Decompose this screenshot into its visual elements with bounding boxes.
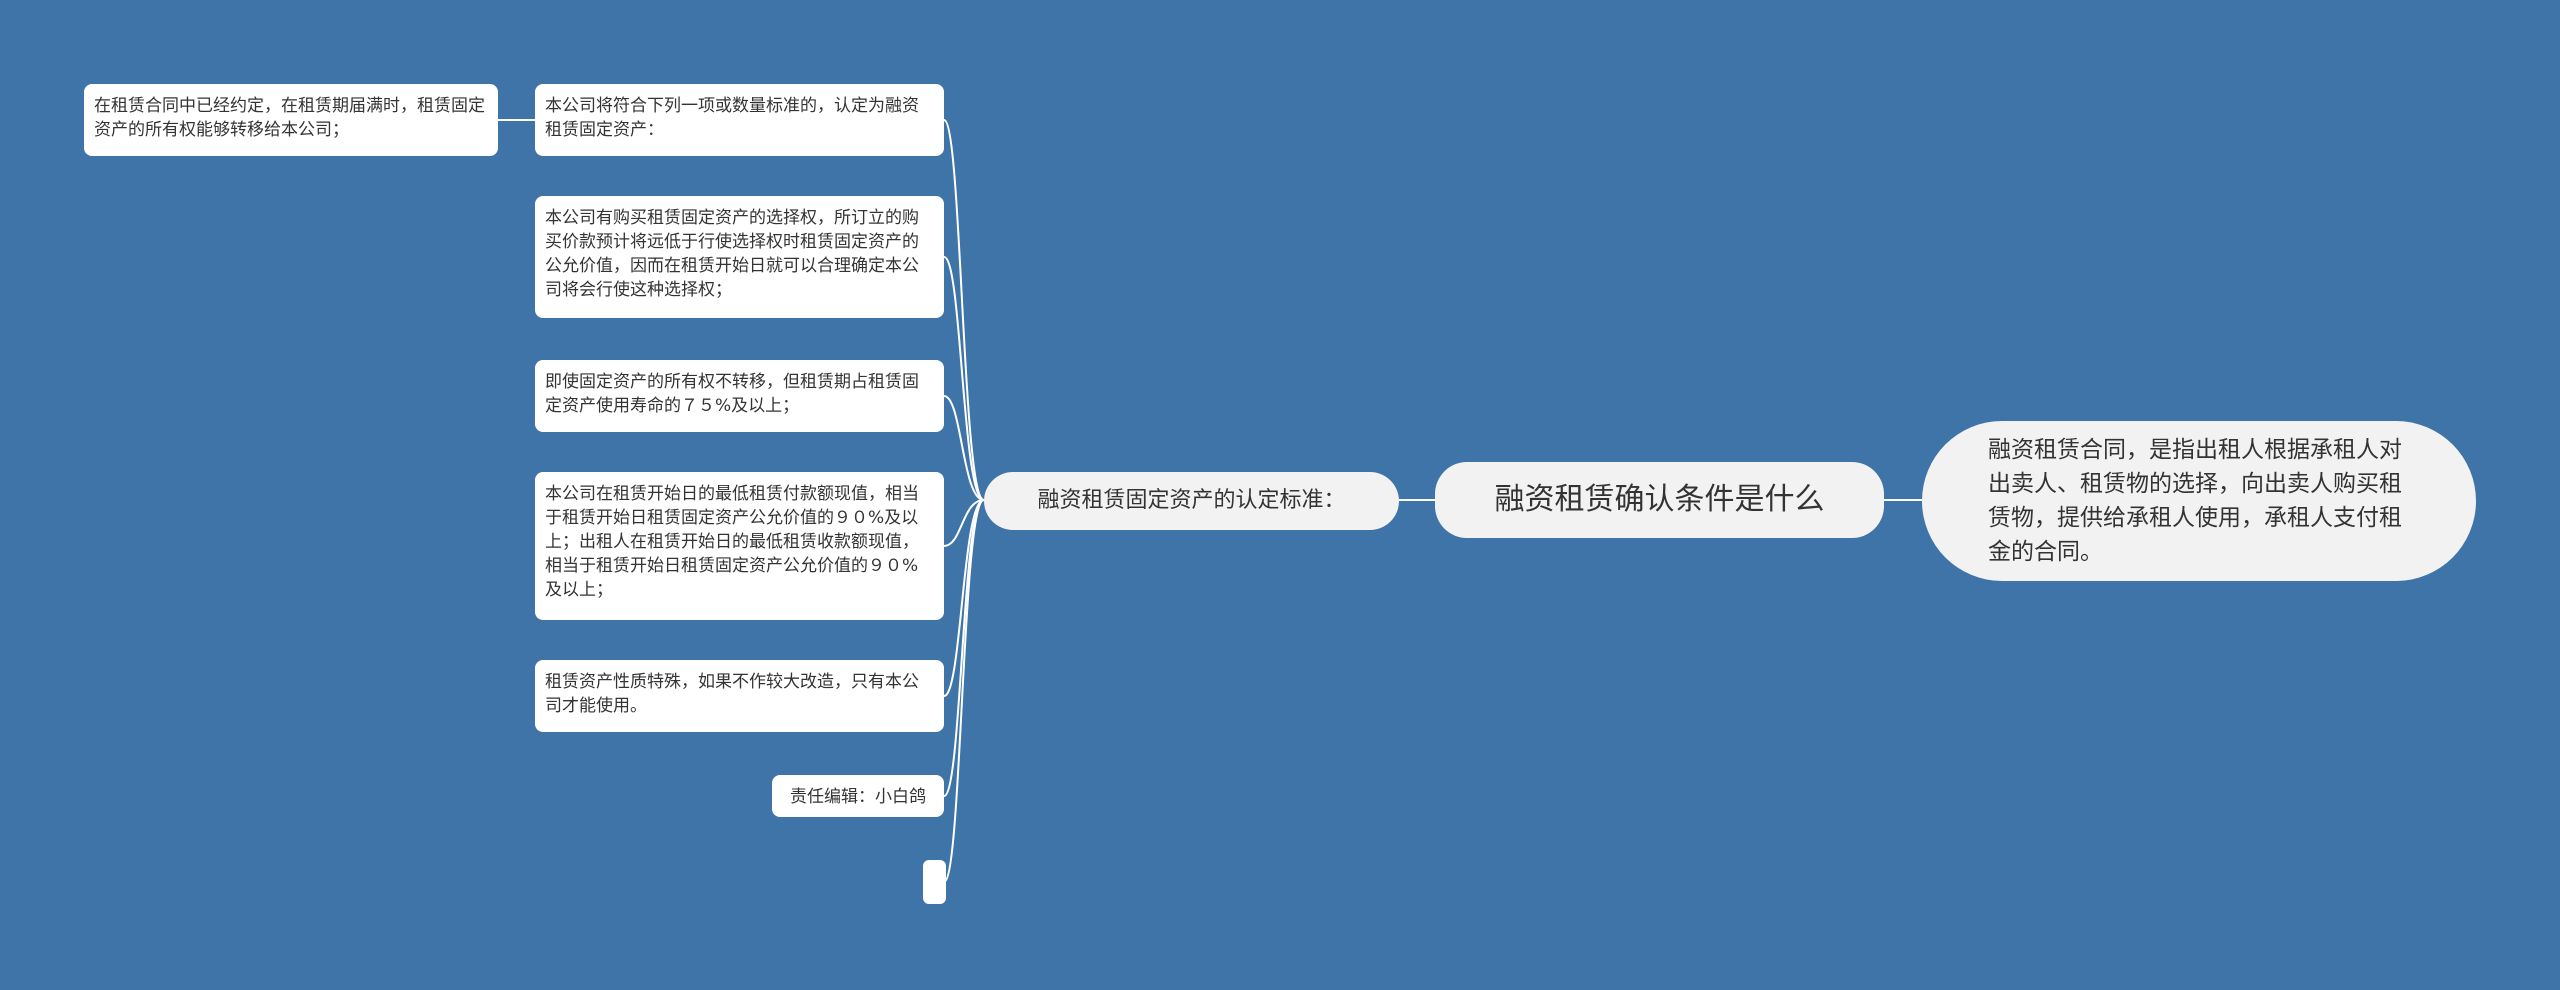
special-nature-node[interactable]: 租赁资产性质特殊，如果不作较大改造，只有本公司才能使用。 bbox=[535, 660, 944, 732]
editor-text: 责任编辑：小白鸽 bbox=[790, 787, 926, 807]
summary-node[interactable]: 融资租赁合同，是指出租人根据承租人对出卖人、租赁物的选择，向出卖人购买租赁物，提… bbox=[1922, 421, 2476, 581]
ownership-transfer-node[interactable]: 在租赁合同中已经约定，在租赁期届满时，租赁固定资产的所有权能够转移给本公司； bbox=[84, 84, 498, 156]
lease-term-node[interactable]: 即使固定资产的所有权不转移，但租赁期占租赁固定资产使用寿命的７５%及以上； bbox=[535, 360, 944, 432]
editor-node[interactable]: 责任编辑：小白鸽 bbox=[772, 775, 944, 817]
criteria-intro-text: 本公司将符合下列一项或数量标准的，认定为融资租赁固定资产： bbox=[545, 96, 919, 140]
branch-topic[interactable]: 融资租赁固定资产的认定标准： bbox=[984, 472, 1399, 530]
lease-term-text: 即使固定资产的所有权不转移，但租赁期占租赁固定资产使用寿命的７５%及以上； bbox=[545, 372, 919, 416]
criteria-intro-node[interactable]: 本公司将符合下列一项或数量标准的，认定为融资租赁固定资产： bbox=[535, 84, 944, 156]
connector-branch-empty bbox=[943, 499, 985, 883]
purchase-option-text: 本公司有购买租赁固定资产的选择权，所订立的购买价款预计将远低于行使选择权时租赁固… bbox=[545, 208, 919, 300]
branch-topic-label: 融资租赁固定资产的认定标准： bbox=[1037, 488, 1346, 513]
summary-text: 融资租赁合同，是指出租人根据承租人对出卖人、租赁物的选择，向出卖人购买租赁物，提… bbox=[1988, 437, 2402, 565]
special-nature-text: 租赁资产性质特殊，如果不作较大改造，只有本公司才能使用。 bbox=[545, 672, 919, 716]
present-value-text: 本公司在租赁开始日的最低租赁付款额现值，相当于租赁开始日租赁固定资产公允价值的９… bbox=[545, 484, 919, 600]
connector-branch-leaseterm bbox=[943, 395, 985, 501]
connector-branch-purchase bbox=[943, 256, 985, 501]
ownership-transfer-text: 在租赁合同中已经约定，在租赁期届满时，租赁固定资产的所有权能够转移给本公司； bbox=[94, 96, 485, 140]
root-topic[interactable]: 融资租赁确认条件是什么 bbox=[1435, 462, 1884, 538]
root-topic-label: 融资租赁确认条件是什么 bbox=[1494, 482, 1825, 517]
present-value-node[interactable]: 本公司在租赁开始日的最低租赁付款额现值，相当于租赁开始日租赁固定资产公允价值的９… bbox=[535, 472, 944, 620]
purchase-option-node[interactable]: 本公司有购买租赁固定资产的选择权，所订立的购买价款预计将远低于行使选择权时租赁固… bbox=[535, 196, 944, 318]
connector-branch-special bbox=[943, 499, 985, 697]
connector-branch-intro bbox=[943, 119, 985, 501]
connector-branch-presentvalue bbox=[943, 499, 985, 547]
empty-node[interactable] bbox=[923, 860, 946, 904]
